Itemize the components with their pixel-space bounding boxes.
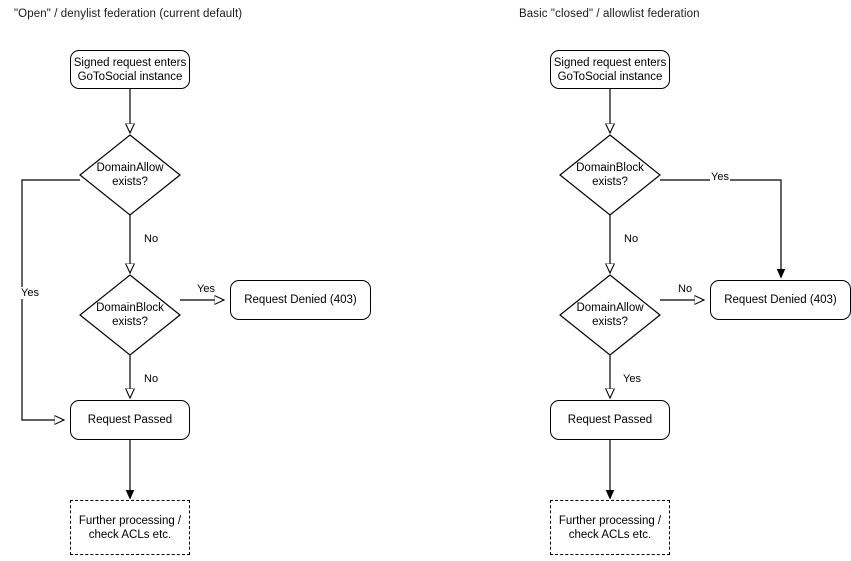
left-edge-label-d1-yes: Yes: [20, 287, 40, 299]
right-request-denied-node: Request Denied (403): [710, 280, 851, 320]
left-column-title: "Open" / denylist federation (current de…: [14, 8, 243, 20]
right-further-processing-node: Further processing / check ACLs etc.: [550, 500, 670, 555]
left-edge-label-d2-no: No: [143, 373, 160, 385]
right-edge-label-d2-yes: Yes: [622, 373, 642, 385]
edge-left-d1-yes: [21, 179, 80, 420]
right-start-node: Signed request enters GoToSocial instanc…: [550, 50, 670, 89]
right-request-passed-node: Request Passed: [550, 400, 670, 440]
right-column-title: Basic "closed" / allowlist federation: [519, 8, 700, 20]
diamond-shape-icon: [559, 274, 661, 356]
left-decision-1-label: DomainAllow exists?: [96, 162, 164, 188]
edge-right-d1-yes: [660, 179, 781, 277]
left-request-denied-node: Request Denied (403): [230, 280, 371, 320]
diamond-shape-icon: [559, 134, 661, 216]
left-decision-2-label: DomainBlock exists?: [96, 302, 164, 328]
right-edge-label-d2-no: No: [677, 283, 694, 295]
diamond-shape-icon: [79, 274, 181, 356]
left-start-node: Signed request enters GoToSocial instanc…: [70, 50, 190, 89]
right-edge-label-d1-no: No: [623, 233, 640, 245]
right-decision-domain-allow: DomainAllow exists?: [559, 274, 661, 356]
left-decision-domain-block: DomainBlock exists?: [79, 274, 181, 356]
left-further-processing-node: Further processing / check ACLs etc.: [70, 500, 190, 555]
left-edge-label-d2-yes: Yes: [196, 283, 216, 295]
left-decision-domain-allow: DomainAllow exists?: [79, 134, 181, 216]
right-decision-1-label: DomainBlock exists?: [576, 162, 644, 188]
diamond-shape-icon: [79, 134, 181, 216]
right-decision-2-label: DomainAllow exists?: [576, 302, 644, 328]
right-decision-domain-block: DomainBlock exists?: [559, 134, 661, 216]
left-request-passed-node: Request Passed: [70, 400, 190, 440]
left-edge-label-d1-no: No: [143, 233, 160, 245]
right-edge-label-d1-yes: Yes: [710, 171, 730, 183]
